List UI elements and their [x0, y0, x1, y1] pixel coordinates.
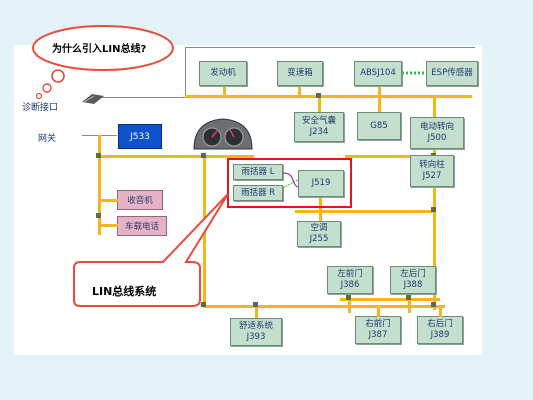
front-right-name: 右前门	[365, 319, 391, 329]
door-front-left: 左前门 J386	[327, 266, 373, 294]
comfort-code: J393	[246, 332, 266, 342]
bus-j386-drop	[348, 293, 351, 313]
j519-label: J519	[311, 178, 331, 188]
bus-radio-link	[98, 199, 118, 202]
bus-comfort	[205, 305, 445, 308]
rear-right-name: 右后门	[427, 319, 453, 329]
steering-code: J500	[427, 133, 447, 143]
wiper-right: 雨括器 R	[233, 185, 283, 201]
column-name: 转向柱	[419, 160, 445, 170]
lin-callout	[73, 193, 229, 307]
bus-doors-upper	[340, 298, 440, 301]
gateway-label: 网关	[38, 134, 57, 144]
g85-module: G85	[357, 112, 401, 140]
door-rear-right: 右后门 J389	[417, 316, 463, 344]
gearbox-module: 变速箱	[277, 61, 323, 86]
diag-connector-icon	[82, 94, 104, 104]
bus-right-vertical	[433, 95, 436, 310]
j519-module: J519	[298, 170, 344, 197]
diag-port-label: 诊断接口	[22, 103, 59, 113]
bus-node	[253, 302, 258, 307]
comfort-module: 舒适系统 J393	[230, 318, 282, 346]
top-gray-line	[185, 47, 475, 48]
radio-label: 收音机	[127, 196, 153, 206]
g85-label: G85	[370, 120, 388, 131]
bus-top	[185, 95, 472, 98]
rear-left-code: J388	[403, 280, 423, 290]
steering-module: 电动转向 J500	[410, 117, 464, 149]
bus-node	[406, 295, 411, 300]
bus-ac-drop	[319, 197, 322, 222]
wiper-left: 雨括器 L	[233, 164, 283, 180]
question-cloud	[32, 25, 174, 100]
bus-lower	[295, 210, 435, 213]
airbag-code: J234	[309, 127, 329, 137]
bus-node	[431, 302, 436, 307]
bus-node	[346, 295, 351, 300]
gray-drop	[185, 47, 186, 97]
bus-j393-drop	[255, 305, 258, 320]
callout-text: LIN总线系统	[92, 285, 157, 298]
gateway-j533: J533	[118, 124, 162, 149]
bus-node	[316, 93, 321, 98]
airbag-name: 安全气囊	[301, 116, 336, 126]
front-left-code: J386	[340, 280, 360, 290]
bus-j519-right	[345, 155, 435, 158]
engine-module: 发动机	[199, 61, 247, 86]
steering-name: 电动转向	[419, 122, 454, 132]
bus-node	[96, 213, 101, 218]
front-left-name: 左前门	[337, 269, 363, 279]
wiper-left-label: 雨括器 L	[241, 166, 275, 177]
bus-left-vertical	[98, 135, 101, 235]
esp-sensor: ESP传感器	[426, 61, 478, 86]
bus-g85-drop	[378, 95, 381, 112]
ac-code: J255	[309, 234, 329, 244]
bus-gearbox-drop	[298, 83, 301, 97]
engine-label: 发动机	[210, 68, 236, 78]
gateway-box-label: J533	[130, 131, 150, 142]
bus-abs-drop	[378, 83, 381, 97]
bus-door-rr-drop	[439, 305, 442, 317]
rear-right-code: J389	[430, 330, 450, 340]
bus-node	[96, 153, 101, 158]
wiper-right-label: 雨括器 R	[240, 187, 276, 198]
cloud-question: 为什么引入LIN总线?	[52, 44, 147, 55]
lin-highlight-frame	[227, 158, 352, 208]
abs-module: ABSJ104	[354, 61, 402, 86]
gearbox-label: 变速箱	[287, 68, 313, 78]
bus-airbag-drop	[318, 95, 321, 112]
diag-gray-line	[97, 97, 187, 98]
phone-label: 车载电话	[124, 222, 159, 232]
esp-label: ESP传感器	[431, 68, 473, 78]
bus-node	[201, 153, 206, 158]
door-front-right: 右前门 J387	[355, 316, 401, 344]
front-right-code: J387	[368, 330, 388, 340]
lin-wire-icon	[283, 172, 299, 189]
bus-door-fr-drop	[377, 305, 380, 317]
ac-name: 空调	[310, 223, 328, 233]
door-rear-left: 左后门 J388	[390, 266, 436, 294]
rear-left-name: 左后门	[400, 269, 426, 279]
column-code: J527	[422, 171, 442, 181]
bus-node	[431, 207, 436, 212]
bus-mid	[162, 155, 254, 158]
bus-engine-drop	[223, 83, 226, 97]
abs-label: ABSJ104	[360, 68, 396, 78]
comfort-name: 舒适系统	[238, 321, 273, 331]
bus-node	[201, 302, 206, 307]
bus-j388-drop	[408, 293, 411, 313]
column-module: 转向柱 J527	[410, 155, 454, 187]
bus-left-main	[98, 155, 168, 158]
bus-phone-link	[98, 224, 118, 227]
lin-connector-abs-esp	[402, 71, 428, 75]
airbag-module: 安全气囊 J234	[294, 112, 344, 142]
instrument-cluster-icon	[193, 118, 253, 150]
ac-module: 空调 J255	[297, 221, 341, 247]
